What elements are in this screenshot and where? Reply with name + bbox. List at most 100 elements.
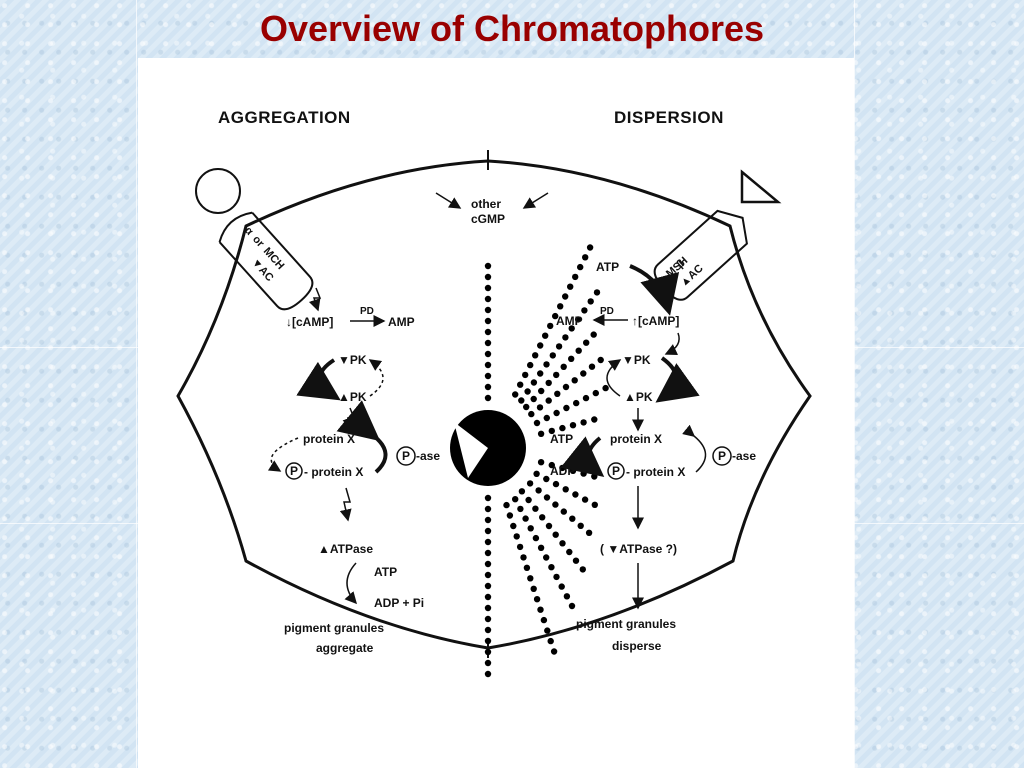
microtubule-dot [484,626,492,634]
microtubule-dot [484,637,492,645]
right-adenylate-cyclase-arrow [629,264,680,316]
left-result-line1: pigment granules [284,621,384,635]
microtubule-dot [568,355,575,362]
microtubule-dot [568,325,575,332]
microtubule-dot [585,529,593,536]
microtubule-dot [506,512,514,519]
slide-title: Overview of Chromatophores [259,8,765,49]
microtubule-dot [581,307,588,314]
microtubule-dot [591,473,598,480]
microtubule-dot [582,394,590,402]
microtubule-radials [484,244,609,678]
microtubule-dot [484,262,492,270]
microtubule-dot [484,615,492,623]
right-pk-up: ▲PK [624,390,653,404]
right-phosphatase-circle [712,446,732,466]
microtubule-dot [548,427,555,435]
microtubule-dot [484,527,492,535]
right-atp: ATP [550,432,573,446]
microtubule-dot [572,273,579,281]
left-atp: ATP [374,565,397,579]
microtubule-dot [552,312,559,320]
left-phosphorylation-dashed-arrow [267,437,299,472]
microtubule-dot [484,604,492,612]
dispersing-ligand-triangle [740,169,782,204]
left-p-protein-x: - protein X [304,465,363,479]
microtubule-dot [484,284,492,292]
dispersion-header: DISPERSION [614,108,724,127]
microtubule-dot [548,564,555,571]
microtubule-dot [563,593,571,600]
microtubule-dot [573,399,580,407]
microtubule-dot [532,352,539,359]
microtubule-dot [562,293,569,300]
cell-membrane [176,159,812,650]
microtubule-dot [484,494,492,502]
microtubule-dot [572,557,580,564]
microtubule-dot [552,480,560,488]
microtubule-dot [580,470,587,477]
microtubule-dot [543,475,550,483]
left-pd: PD [360,306,374,317]
right-dephosphorylation-arrow [682,424,707,473]
aggregation-header: AGGREGATION [218,108,351,127]
microtubule-dot [484,339,492,347]
microtubule-dot [522,371,529,379]
squiggle-arrow-to-protein [342,407,356,430]
microtubule-dot [557,303,564,310]
right-protein-x: protein X [610,432,662,446]
microtubule-dot [543,554,550,561]
microtubule-dot [484,659,492,667]
left-protein-x: protein X [303,432,355,446]
microtubule-dot [544,627,551,634]
microtubule-dot [527,525,534,532]
left-phosphatase-label: -ase [416,449,440,463]
aggregating-ligand [195,168,241,214]
right-pk-return-arrow [606,359,622,397]
microtubule-dot [536,404,544,411]
microtubule-dot [591,501,598,508]
microtubule-dot [537,430,545,437]
microtubule-dot [525,496,532,504]
squiggle-arrow-to-camp [308,287,322,312]
microtubule-dot [484,328,492,336]
microtubule-dot [558,583,565,590]
microtubule-dot [549,352,556,359]
microtubule-dot [554,390,561,397]
figure-panel: AGGREGATION DISPERSION other cGMP α or M… [138,58,854,768]
microtubule-dot [543,494,551,501]
left-dephosphorylation-arrow [336,400,388,474]
microtubule-dot [550,648,558,655]
microtubule-dot [518,397,525,404]
microtubule-dot [503,501,510,509]
microtubule-dot [587,298,594,305]
right-result-line2: disperse [612,639,662,653]
microtubule-dot [582,254,589,261]
microtubule-dot [563,404,570,412]
left-result-line2: aggregate [316,641,374,655]
microtubule-dot [548,461,555,469]
microtubule-dot [543,414,550,422]
microtubule-dot [523,564,531,571]
microtubule-dot [559,424,566,432]
microtubule-dot [484,505,492,513]
left-amp: AMP [388,315,415,329]
microtubule-dot [540,616,548,624]
microtubule-dot [528,410,535,418]
microtubule-dot [560,508,567,515]
microtubule-dot [512,496,519,503]
microtubule-dot [581,496,589,503]
microtubule-dot [562,486,569,493]
right-atpase-question: ( ▼ATPase ?) [600,542,677,556]
microtubule-dot [533,419,541,427]
microtubule-dot [484,394,492,402]
microtubule-dot [580,370,587,377]
microtubule-dot [484,648,492,656]
right-pd: PD [600,306,614,317]
microtubule-dot [510,522,517,530]
microtubule-dot [543,361,550,368]
microtubule-dot [484,582,492,590]
left-phosphatase-circle [396,446,416,466]
right-atp-top: ATP [596,260,619,274]
microtubule-dot [484,350,492,358]
